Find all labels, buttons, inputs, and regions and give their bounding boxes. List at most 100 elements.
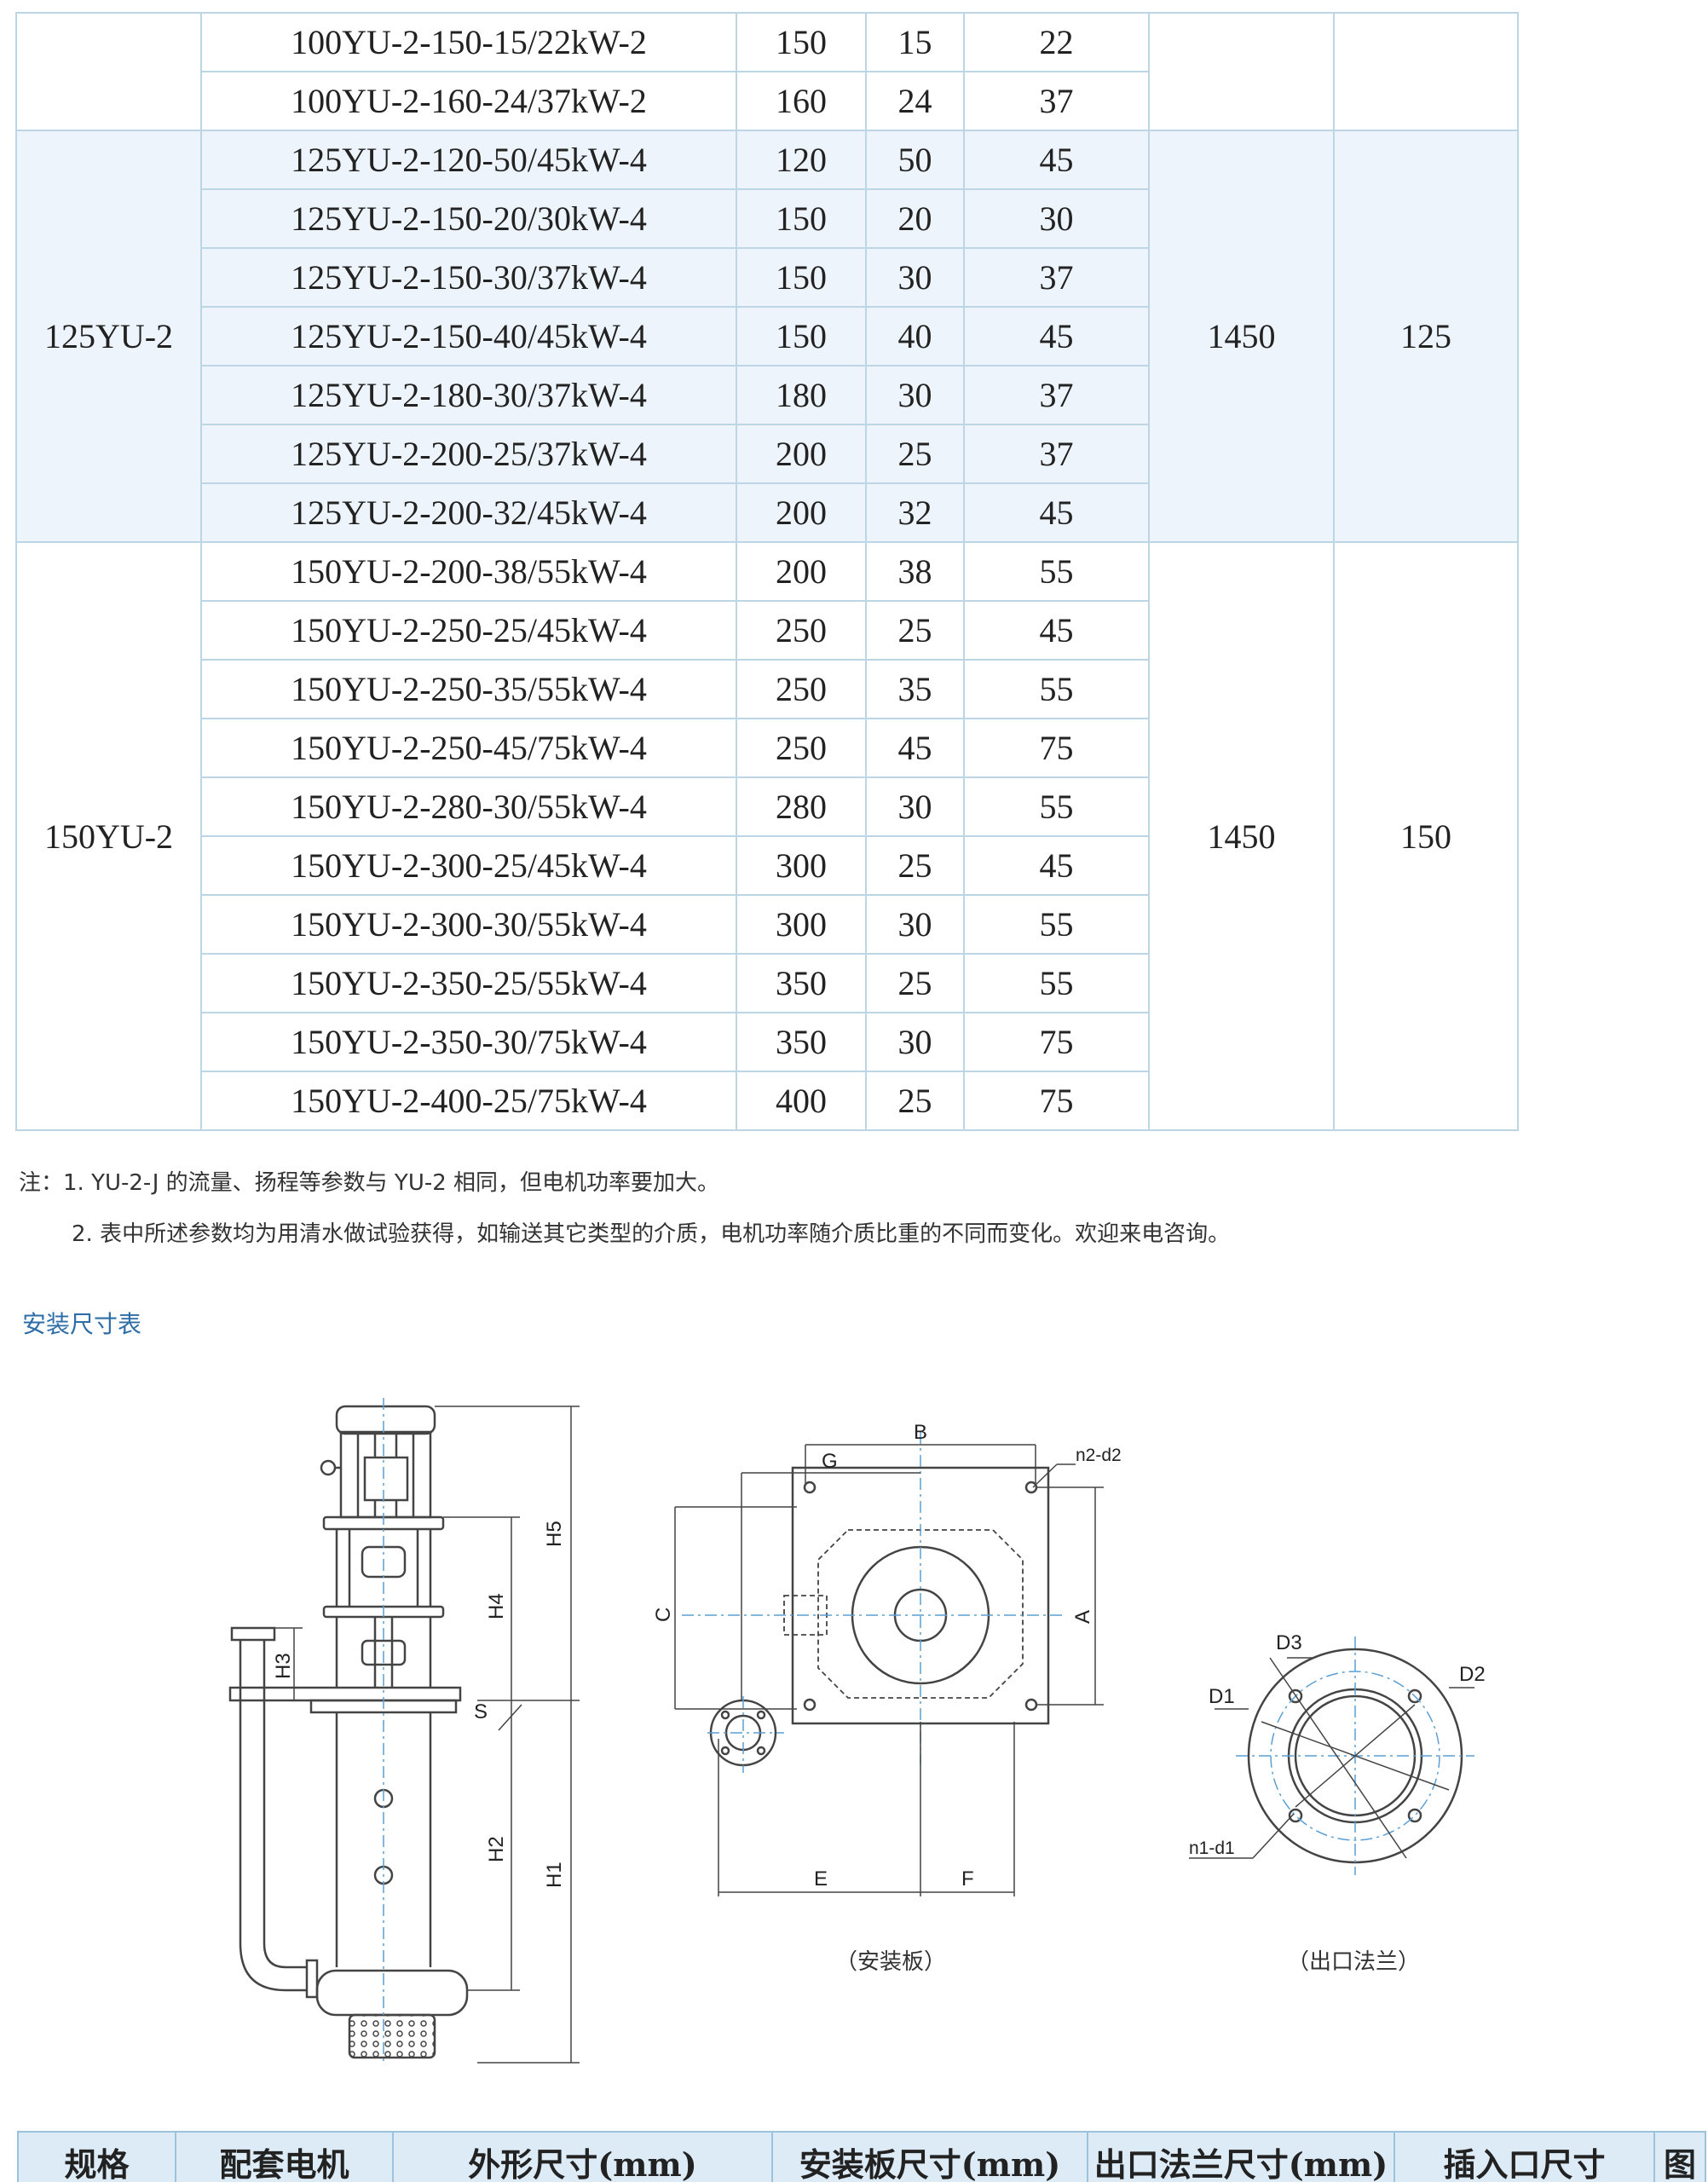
head-cell: 45: [865, 718, 965, 778]
note-1: 注：1. YU-2-J 的流量、扬程等参数与 YU-2 相同，但电机功率要加大。: [19, 1170, 720, 1196]
label-n1-d1: n1-d1: [1189, 1839, 1235, 1858]
power-cell: 55: [963, 894, 1150, 955]
pump-dimension-lines: [274, 1406, 580, 2064]
label-d3: D3: [1276, 1631, 1302, 1654]
label-h4: H4: [485, 1593, 508, 1619]
section-title[interactable]: 安装尺寸表: [22, 1310, 142, 1338]
speed-cell: 1450: [1148, 130, 1335, 543]
power-cell: 55: [963, 776, 1150, 837]
model-cell: 150YU-2-280-30/55kW-4: [200, 776, 737, 837]
head-cell: 25: [865, 953, 965, 1013]
flow-cell: 150: [736, 188, 867, 249]
power-cell: 45: [963, 600, 1150, 661]
header-insert: 插入口尺寸: [1394, 2131, 1655, 2182]
model-cell: 125YU-2-150-20/30kW-4: [200, 188, 737, 249]
header-figure: 图: [1653, 2131, 1706, 2182]
inlet-cell: [1333, 12, 1519, 131]
label-d2: D2: [1459, 1663, 1486, 1686]
flow-cell: 150: [736, 306, 867, 367]
head-cell: 25: [865, 1071, 965, 1131]
flow-cell: 400: [736, 1071, 867, 1131]
header-plate: 安装板尺寸(mm): [771, 2131, 1088, 2182]
head-cell: 30: [865, 776, 965, 837]
label-h2: H2: [485, 1836, 508, 1862]
head-cell: 30: [865, 1012, 965, 1072]
power-cell: 55: [963, 541, 1150, 602]
model-cell: 150YU-2-350-25/55kW-4: [200, 953, 737, 1013]
flow-cell: 160: [736, 71, 867, 131]
head-cell: 20: [865, 188, 965, 249]
model-cell: 125YU-2-150-40/45kW-4: [200, 306, 737, 367]
power-cell: 22: [963, 12, 1150, 72]
model-cell: 125YU-2-200-32/45kW-4: [200, 482, 737, 543]
flow-cell: 250: [736, 718, 867, 778]
power-cell: 30: [963, 188, 1150, 249]
label-f: F: [961, 1867, 974, 1890]
power-cell: 45: [963, 130, 1150, 190]
head-cell: 24: [865, 71, 965, 131]
flow-cell: 350: [736, 1012, 867, 1072]
label-h1: H1: [543, 1862, 566, 1888]
label-h5: H5: [543, 1521, 566, 1547]
model-cell: 100YU-2-150-15/22kW-2: [200, 12, 737, 72]
note-2: 2. 表中所述参数均为用清水做试验获得，如输送其它类型的介质，电机功率随介质比重…: [72, 1221, 1231, 1247]
model-cell: 150YU-2-350-30/75kW-4: [200, 1012, 737, 1072]
power-cell: 75: [963, 1012, 1150, 1072]
head-cell: 30: [865, 365, 965, 425]
header-spec: 规格: [17, 2131, 176, 2182]
flow-cell: 300: [736, 894, 867, 955]
power-cell: 55: [963, 953, 1150, 1013]
model-cell: 125YU-2-200-25/37kW-4: [200, 424, 737, 484]
label-g: G: [822, 1450, 838, 1473]
speed-cell: [1148, 12, 1335, 131]
header-motor: 配套电机: [175, 2131, 394, 2182]
flange-dimension-labels: D3 D2 D1 n1-d1: [1189, 1631, 1486, 1858]
power-cell: 37: [963, 424, 1150, 484]
pump-side-view: [228, 1405, 469, 2059]
head-cell: 30: [865, 247, 965, 308]
notes: 注：1. YU-2-J 的流量、扬程等参数与 YU-2 相同，但电机功率要加大。…: [19, 1166, 1230, 1268]
label-d1: D1: [1209, 1685, 1235, 1708]
flow-cell: 200: [736, 424, 867, 484]
plate-centerlines: [682, 1432, 1065, 1773]
head-cell: 30: [865, 894, 965, 955]
power-cell: 37: [963, 365, 1150, 425]
flow-cell: 250: [736, 659, 867, 719]
power-cell: 37: [963, 247, 1150, 308]
model-cell: 150YU-2-250-45/75kW-4: [200, 718, 737, 778]
installation-drawing: H5 H4 H3 H2 H1 S: [228, 1398, 1486, 2064]
flow-cell: 200: [736, 482, 867, 543]
model-cell: 150YU-2-400-25/75kW-4: [200, 1071, 737, 1131]
model-cell: 125YU-2-180-30/37kW-4: [200, 365, 737, 425]
series-cell: 150YU-2: [15, 541, 202, 1131]
head-cell: 40: [865, 306, 965, 367]
head-cell: 25: [865, 835, 965, 896]
label-n2-d2: n2-d2: [1076, 1446, 1122, 1465]
label-e: E: [814, 1867, 828, 1890]
model-cell: 150YU-2-300-30/55kW-4: [200, 894, 737, 955]
model-cell: 150YU-2-300-25/45kW-4: [200, 835, 737, 896]
model-cell: 150YU-2-200-38/55kW-4: [200, 541, 737, 602]
model-cell: 125YU-2-120-50/45kW-4: [200, 130, 737, 190]
speed-cell: 1450: [1148, 541, 1335, 1131]
flange-dimension-lines: [1189, 1657, 1474, 1859]
plate-dimension-lines: [674, 1444, 1104, 1896]
flow-cell: 300: [736, 835, 867, 896]
plate-discharge-flange: [709, 1699, 777, 1767]
flow-cell: 180: [736, 365, 867, 425]
power-cell: 45: [963, 835, 1150, 896]
head-cell: 50: [865, 130, 965, 190]
